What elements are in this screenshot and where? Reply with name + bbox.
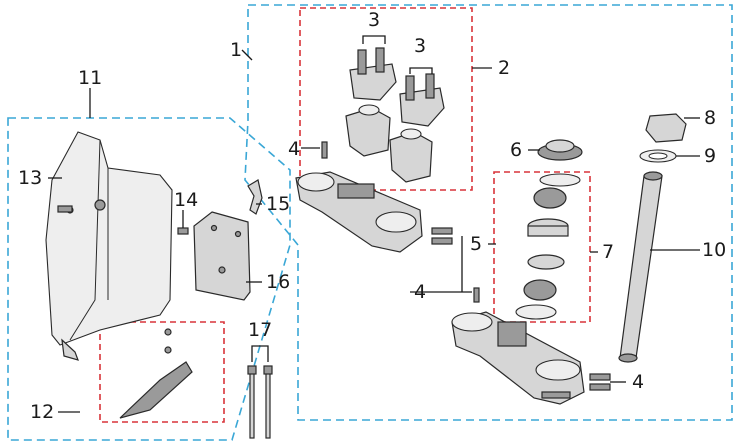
callout-4a: 4 xyxy=(288,138,300,160)
steering-stem xyxy=(618,171,663,363)
bolt-4-upper xyxy=(321,141,328,159)
group-2-outline xyxy=(299,7,473,191)
lower-clamps xyxy=(345,104,433,183)
callout-9: 9 xyxy=(704,145,716,167)
fairing-bolt xyxy=(57,205,73,213)
callout-3b: 3 xyxy=(414,35,426,57)
bearing-stack xyxy=(515,139,583,320)
callout-5: 5 xyxy=(470,233,482,255)
upper-clamps xyxy=(349,47,445,127)
screw-14 xyxy=(177,227,189,235)
callout-16: 16 xyxy=(266,271,290,293)
callout-12: 12 xyxy=(30,401,54,423)
callout-6: 6 xyxy=(510,139,522,161)
callout-4c: 4 xyxy=(632,371,644,393)
callout-15: 15 xyxy=(266,193,290,215)
group-1-outline xyxy=(244,4,733,421)
bolts-4-middle xyxy=(431,227,480,303)
mounting-plate xyxy=(193,211,251,301)
bolts-4-lower xyxy=(589,373,611,391)
lower-triple-clamp xyxy=(451,311,585,405)
callout-10: 10 xyxy=(702,239,726,261)
callout-13: 13 xyxy=(18,167,42,189)
stem-nut xyxy=(645,113,687,143)
group-5-outline xyxy=(493,171,591,323)
reflector xyxy=(119,328,193,419)
callout-11: 11 xyxy=(78,67,102,89)
washer xyxy=(639,149,677,163)
callout-1: 1 xyxy=(230,39,242,61)
callout-2: 2 xyxy=(498,57,510,79)
callout-8: 8 xyxy=(704,107,716,129)
group-11-outline xyxy=(7,117,291,441)
clip-15 xyxy=(247,179,263,215)
callout-4b: 4 xyxy=(414,281,426,303)
cable-ties xyxy=(247,365,273,439)
callout-labels: 1 2 3 3 4 4 4 5 6 7 8 9 10 11 12 13 14 1… xyxy=(18,9,726,423)
callout-17: 17 xyxy=(248,319,272,341)
callout-3a: 3 xyxy=(368,9,380,31)
leader-lines xyxy=(48,35,700,413)
callout-7: 7 xyxy=(602,241,614,263)
group-12-outline xyxy=(99,321,225,423)
callout-14: 14 xyxy=(174,189,198,211)
headlight-fairing xyxy=(45,131,173,361)
upper-triple-clamp xyxy=(295,171,423,253)
